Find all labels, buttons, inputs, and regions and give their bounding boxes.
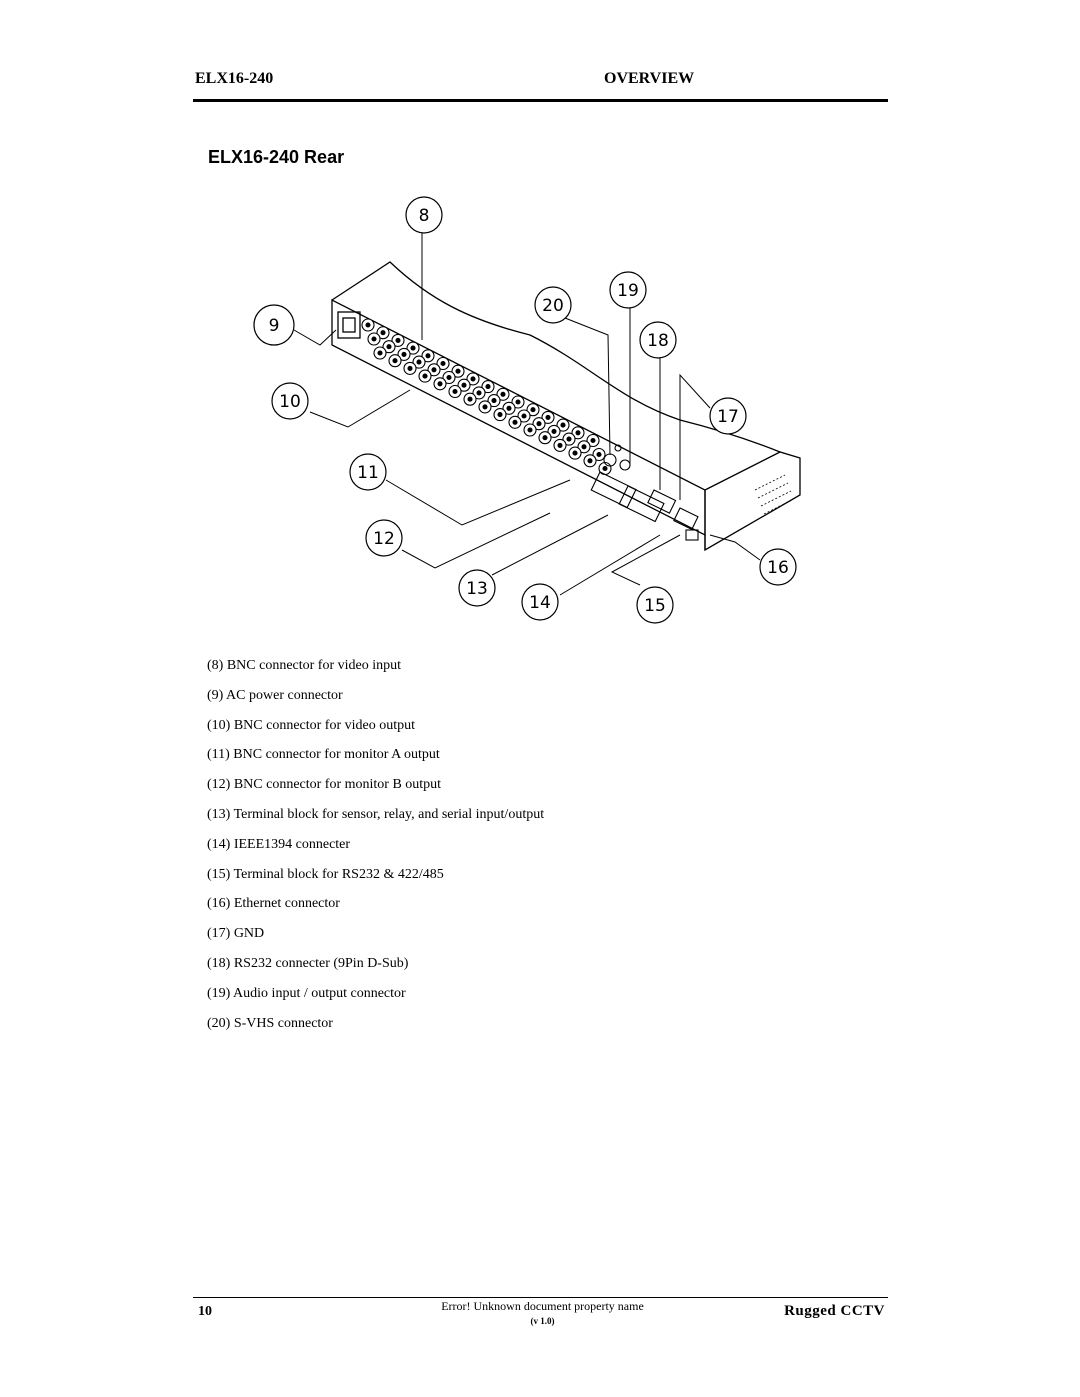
bnc-pin [527,427,533,433]
bnc-pin [446,374,452,381]
header-rule [193,99,888,102]
bnc-pin [506,405,512,411]
bnc-pin [485,384,491,390]
footer-brand: Rugged CCTV [784,1303,885,1319]
bnc-pin [380,330,386,336]
footer-property: Error! Unknown document property name [441,1299,644,1313]
bnc-pin [395,337,401,343]
callout-20: 20 [542,296,564,316]
bnc-pin [410,345,416,351]
callout-19: 19 [617,281,639,301]
bnc-pin [425,353,431,359]
bnc-pin [416,359,422,365]
rear-panel-drawing: 8 9 10 11 12 13 14 15 16 17 18 19 20 [253,196,801,624]
callout-16: 16 [767,558,789,578]
bnc-pin [401,351,407,357]
bnc-pin [551,428,557,434]
section-title: ELX16-240 Rear [208,147,345,167]
callout-18: 18 [647,331,669,351]
bnc-pin [497,412,503,418]
bnc-pin [386,344,392,350]
footer-version: (v 1.0) [530,1316,555,1326]
bnc-pin [587,458,593,464]
bnc-pin [560,422,566,428]
legend-item-8: (8) BNC connector for video input [207,658,402,673]
bnc-pin [521,413,527,419]
bnc-pin [437,381,443,387]
bnc-pin [452,388,458,395]
rear-panel-figure: 8 9 10 11 12 13 14 15 16 17 18 19 20 [240,190,820,630]
bnc-pin [566,436,572,442]
bnc-pin [482,404,488,410]
legend-item-10: (10) BNC connector for video output [207,717,416,733]
bnc-pin [377,350,383,356]
legend-item-12: (12) BNC connector for monitor B output [207,777,442,793]
callout-11: 11 [357,463,379,483]
bnc-pin [392,358,398,364]
bnc-pin [476,390,482,396]
bnc-pin [371,336,377,342]
legend-item-17: (17) GND [207,926,265,942]
callout-10: 10 [279,392,301,412]
bnc-pin [461,382,467,388]
legend-item-15: (15) Terminal block for RS232 & 422/485 [207,866,444,882]
bnc-pin [581,444,587,450]
connector-legend: (8) BNC connector for video input (9) AC… [207,657,544,1044]
legend-item-14: (14) IEEE1394 connecter [207,836,351,852]
legend-item-19: (19) Audio input / output connector [207,985,406,1001]
footer-rule [193,1297,888,1298]
bnc-pin [470,376,476,382]
header-model: ELX16-240 [195,70,274,87]
bnc-pin [530,407,536,413]
bnc-pin [491,398,497,404]
callout-17: 17 [717,407,739,427]
legend-item-9: (9) AC power connector [207,687,343,703]
callout-15: 15 [644,596,666,616]
bnc-pin [422,373,428,379]
bnc-pin [455,368,461,374]
legend-item-20: (20) S-VHS connector [207,1015,333,1031]
legend-item-16: (16) Ethernet connector [207,896,340,912]
bnc-pin [515,399,521,405]
bnc-pin [575,430,581,436]
bnc-pin [536,421,542,427]
bnc-pin [512,419,518,425]
bnc-pin [407,365,413,371]
legend-item-13: (13) Terminal block for sensor, relay, a… [207,806,545,822]
bnc-pin [557,442,563,448]
bnc-pin [596,451,602,458]
legend-item-11: (11) BNC connector for monitor A output [207,747,440,763]
bnc-pin [440,360,446,367]
bnc-pin [431,367,437,373]
bnc-pin [572,450,578,456]
page-number: 10 [198,1304,212,1319]
callout-14: 14 [529,593,551,613]
callout-13: 13 [466,579,488,599]
bnc-pin [590,437,596,444]
header-section: OVERVIEW [604,70,695,87]
bnc-pin [545,414,551,420]
bnc-pin [500,391,506,397]
bnc-pin [467,396,473,402]
callout-8: 8 [419,206,430,226]
bnc-pin [365,322,371,328]
callout-9: 9 [269,316,280,336]
legend-item-18: (18) RS232 connecter (9Pin D-Sub) [207,955,409,971]
bnc-pin [542,435,548,441]
callout-12: 12 [373,529,395,549]
bnc-pin [602,465,608,472]
